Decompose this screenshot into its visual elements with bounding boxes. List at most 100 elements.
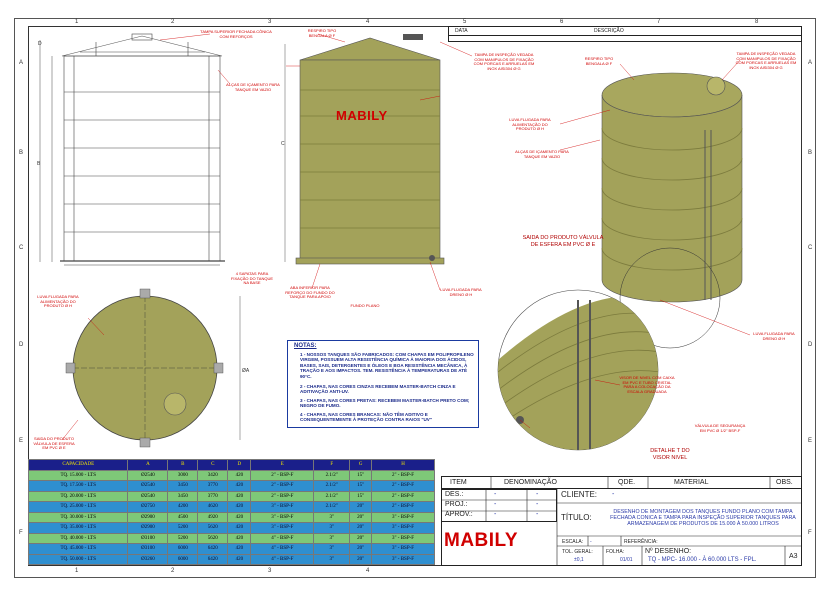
zone-col-8: 8 — [755, 19, 759, 25]
spec-cell: 3" - BSP-F — [250, 522, 315, 534]
spec-cell: 2" - BSP-F — [250, 469, 315, 481]
spec-cell: 2" - BSP-F — [371, 480, 435, 492]
spec-cell: 4200 — [167, 501, 199, 513]
spec-cell: 20" — [349, 522, 373, 534]
spec-header-0: CAPACIDADE — [27, 459, 129, 471]
spec-cell: 3" — [313, 532, 351, 544]
spec-cell: 3" - BSP-F — [371, 522, 435, 534]
spec-cell: TQ. 50.000 - LTS — [27, 553, 129, 565]
spec-cell: 3420 — [197, 469, 229, 481]
spec-cell: TQ. 20.000 - LTS — [27, 490, 129, 502]
spec-cell: 15" — [349, 469, 373, 481]
zone-row-a-r: A — [808, 60, 813, 66]
spec-cell: 6000 — [167, 553, 199, 565]
spec-cell: 2.1/2" — [313, 469, 351, 481]
spec-cell: TQ. 25.000 - LTS — [27, 501, 129, 513]
spec-cell: Ø3260 — [127, 553, 169, 565]
spec-cell: 15" — [349, 490, 373, 502]
tb-proj-date: - — [536, 501, 539, 508]
spec-cell: 420 — [227, 490, 252, 502]
zone-row-c: C — [19, 245, 24, 251]
tb-des-label: DES.: — [445, 491, 464, 498]
tb-signatures: DES.: PROJ.: APROV.: - - - - - - — [441, 489, 557, 522]
spec-cell: 2" - BSP-F — [250, 490, 315, 502]
tb-referencia-label: REFERÊNCIA: — [624, 539, 658, 545]
tb-obs-header: OBS. — [776, 479, 793, 486]
logo-mabily-titleblock: MABILY — [444, 530, 519, 551]
spec-cell: TQ. 40.000 - LTS — [27, 532, 129, 544]
spec-header-2: B — [167, 459, 199, 471]
title-block-header-row: ITEM DENOMINAÇÃO QDE. MATERIAL OBS. — [441, 476, 802, 489]
label-tampa-superior-left: TAMPA SUPERIOR FECHADA CÔNICA COM REFORÇ… — [200, 29, 272, 39]
spec-cell: 420 — [227, 469, 252, 481]
spec-cell: 2.1/2" — [313, 490, 351, 502]
svg-text:B: B — [37, 161, 41, 167]
label-tampa-inspecao-mid: TAMPA DE INSPEÇÃO VEDADA COM MANIPULOS D… — [473, 52, 535, 71]
tb-escala-label: ESCALA: — [562, 539, 584, 545]
tb-des-date: - — [536, 491, 539, 498]
spec-cell: 420 — [227, 522, 252, 534]
zone-row-e: E — [19, 438, 24, 444]
tb-qde-header: QDE. — [618, 479, 636, 486]
label-luva-dreno-mid: LUVA FLUGADA PARA DRENO Ø H — [440, 287, 482, 297]
spec-cell: 2" - BSP-F — [250, 480, 315, 492]
tb-proj-label: PROJ.: — [445, 501, 468, 508]
zone-row-a: A — [19, 60, 24, 66]
isometric-view — [601, 72, 743, 349]
spec-cell: 4620 — [197, 501, 229, 513]
spec-cell: 6420 — [197, 543, 229, 555]
zone-col-2: 2 — [171, 19, 175, 25]
label-luva-alimentacao-mid: LUVA FLUGADA PARA ALIMENTAÇÃO DO PRODUTO… — [509, 117, 551, 132]
zone-col-1b: 1 — [75, 568, 79, 574]
spec-header-1: A — [127, 459, 169, 471]
tb-aprov-date: - — [536, 511, 539, 518]
notes-title: NOTAS: — [294, 343, 317, 349]
tb-formato: A3 — [789, 553, 798, 560]
zone-row-e-r: E — [808, 438, 813, 444]
spec-cell: 5200 — [167, 532, 199, 544]
spec-cell: 3" — [313, 553, 351, 565]
spec-cell: Ø2540 — [127, 480, 169, 492]
spec-cell: 420 — [227, 480, 252, 492]
tb-des-value: - — [494, 491, 497, 498]
spec-cell: Ø2750 — [127, 501, 169, 513]
spec-cell: 2.1/2" — [313, 501, 351, 513]
label-sapatas: 4 SAPATAS PARA FIXAÇÃO DO TANQUE NA BASE — [230, 271, 274, 286]
zone-col-7: 7 — [657, 19, 661, 25]
spec-cell: TQ. 35.000 - LTS — [27, 522, 129, 534]
spec-cell: Ø2540 — [127, 469, 169, 481]
tb-ndesenho-label: Nº DESENHO: — [645, 548, 692, 555]
spec-cell: 6420 — [197, 553, 229, 565]
spec-header-4: D — [227, 459, 252, 471]
drawing-frame — [28, 26, 802, 566]
label-luva-dreno-iso: LUVA FLUGADA PARA DRENO Ø H — [753, 331, 795, 341]
spec-cell: Ø3100 — [127, 543, 169, 555]
spec-cell: 2.1/2" — [313, 480, 351, 492]
sheet-border — [14, 18, 816, 578]
note-4: 4 - CHAPAS, NAS CORES BRANCAS: NÃO TÊM A… — [300, 412, 433, 423]
spec-header-6: F — [313, 459, 351, 471]
spec-cell: 20" — [349, 553, 373, 565]
spec-cell: 5200 — [167, 522, 199, 534]
tb-folha-value: 01/01 — [620, 557, 633, 563]
tb-aprov-label: APROV.: — [445, 511, 473, 518]
spec-cell: 5620 — [197, 532, 229, 544]
note-1: 1 - NOSSOS TANQUES SÃO FABRICADOS: COM C… — [300, 352, 474, 379]
revision-table: DATA DESCRIÇÃO — [448, 26, 802, 36]
spec-header-5: E — [250, 459, 315, 471]
spec-cell: 20" — [349, 511, 373, 523]
spec-header-7: G — [349, 459, 373, 471]
label-valvula-seguranca: VÁLVULA DE SEGURANÇA EM PVC Ø 1/2" BSP-F — [694, 423, 746, 433]
spec-cell: 5620 — [197, 522, 229, 534]
spec-header-8: H — [371, 459, 435, 471]
zone-row-b-r: B — [808, 150, 813, 156]
spec-cell: 20" — [349, 543, 373, 555]
spec-cell: TQ. 45.000 - LTS — [27, 543, 129, 555]
